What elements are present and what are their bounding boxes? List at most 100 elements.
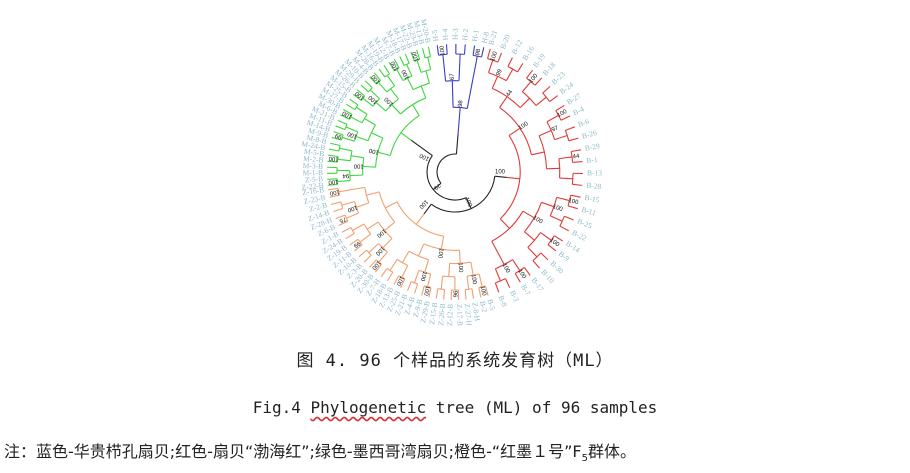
tree-branch — [350, 116, 363, 124]
bootstrap-support-label: 96 — [451, 291, 457, 298]
tree-branch — [556, 196, 570, 202]
tree-branch — [538, 129, 552, 137]
tree-branch — [514, 273, 521, 283]
tree-branch — [327, 160, 338, 163]
tree-branch — [508, 127, 521, 136]
tree-branch — [364, 80, 373, 89]
tree-branch — [521, 81, 532, 93]
tree-branch — [540, 232, 552, 241]
figure-caption-english: Fig.4 Phylogenetic tree (ML) of 96 sampl… — [0, 398, 910, 417]
tree-branch — [335, 214, 346, 220]
tree-branch — [377, 151, 391, 157]
bootstrap-support-label: 67 — [450, 73, 456, 81]
tree-branch — [571, 149, 582, 153]
bootstrap-support-label: 100 — [419, 270, 428, 282]
bootstrap-support-label: 98 — [475, 48, 482, 56]
tree-leaf-label: Z-2-B — [308, 200, 328, 213]
tree-branch — [478, 287, 482, 298]
tree-branch — [340, 114, 350, 120]
tree-branch — [560, 115, 571, 121]
tree-leaf-label: H-3 — [451, 28, 460, 40]
bootstrap-support-label: 100 — [518, 121, 530, 132]
tree-clade-stem — [506, 176, 520, 180]
tree-branch — [427, 273, 432, 287]
tree-branch — [464, 289, 467, 300]
note-text: 注：蓝色-华贵栉孔扇贝;红色-扇贝“渤海红”;绿色-墨西哥湾扇贝;橙色-“红墨１… — [4, 442, 582, 461]
tree-branch — [564, 215, 574, 221]
tree-branch — [346, 212, 359, 219]
tree-branch — [526, 69, 534, 79]
tree-branch — [389, 259, 398, 271]
tree-branch — [369, 76, 377, 85]
tree-branch — [488, 60, 494, 73]
tree-branch — [559, 177, 573, 180]
tree-arc — [555, 110, 562, 121]
tree-branch — [485, 285, 489, 296]
tree-branch — [554, 235, 564, 242]
bootstrap-support-label: 99 — [334, 132, 343, 140]
backbone-arc — [426, 155, 467, 201]
tree-leaf-label: Z-27-H — [463, 303, 474, 327]
tree-leaf-label: M-3-B — [303, 161, 324, 171]
tree-leaf-label: M-2-B — [303, 154, 324, 165]
bootstrap-support-label: 100 — [568, 198, 580, 206]
tree-branch — [328, 154, 339, 158]
tree-branch — [428, 287, 432, 298]
bootstrap-support-label: 100 — [374, 245, 386, 257]
tree-branch — [420, 85, 427, 99]
tree-branch — [343, 109, 353, 115]
tree-branch — [440, 236, 445, 250]
figure-note: 注：蓝色-华贵栉孔扇贝;红色-扇贝“渤海红”;绿色-墨西哥湾扇贝;橙色-“红墨１… — [4, 438, 910, 464]
tree-leaf-label: B-7 — [519, 283, 533, 297]
tree-branch — [331, 201, 341, 205]
tree-branch — [374, 263, 382, 273]
bootstrap-support-label: 97 — [551, 125, 560, 133]
tree-arc — [378, 243, 388, 253]
tree-arc — [408, 250, 429, 261]
bootstrap-support-label: 100 — [422, 285, 430, 297]
tree-branch — [522, 210, 535, 219]
tree-branch — [436, 45, 440, 56]
tree-leaf-label: H-2 — [460, 28, 470, 41]
tree-clade-stem — [457, 107, 461, 135]
tree-branch — [368, 243, 379, 254]
bootstrap-support-label: 100 — [548, 238, 560, 249]
caption-en-wavy-word: Phylogenetic — [310, 398, 427, 417]
tree-arc — [558, 158, 561, 179]
backbone-branch — [410, 139, 433, 156]
bootstrap-support-label: 100 — [329, 188, 341, 196]
bootstrap-support-label: 100 — [328, 155, 339, 162]
tree-branch — [341, 200, 355, 206]
tree-branch — [471, 288, 475, 299]
tree-branch — [327, 178, 338, 180]
tree-branch — [345, 233, 355, 240]
tree-branch — [568, 137, 579, 142]
tree-leaf-label: M-5-B — [303, 147, 324, 159]
tree-branch — [356, 106, 368, 115]
tree-branch — [540, 252, 549, 261]
tree-leaf-label: H-5 — [430, 29, 441, 42]
tree-branch — [534, 77, 543, 86]
tree-arc — [384, 73, 390, 78]
tree-branch — [546, 114, 559, 123]
tree-branch — [570, 194, 581, 198]
tree-branch — [380, 268, 388, 277]
tree-branch — [421, 48, 426, 59]
tree-branch — [393, 58, 400, 69]
bootstrap-support-label: 100 — [412, 50, 421, 62]
tree-branch — [383, 65, 391, 75]
tree-branch — [572, 161, 583, 163]
tree-branch — [494, 282, 500, 293]
tree-arc — [349, 150, 353, 161]
tree-leaf-label: Z-17-B — [455, 304, 465, 326]
tree-arc — [414, 58, 420, 62]
tree-branch — [388, 61, 395, 72]
tree-branch — [404, 53, 410, 64]
bootstrap-support-label: 100 — [436, 248, 444, 260]
tree-branch — [345, 126, 358, 133]
tree-leaf-label: B-11 — [580, 205, 597, 218]
tree-branch — [359, 233, 372, 243]
tree-arc — [542, 92, 551, 102]
bootstrap-support-label: 100 — [469, 274, 477, 286]
tree-branch — [416, 60, 422, 73]
